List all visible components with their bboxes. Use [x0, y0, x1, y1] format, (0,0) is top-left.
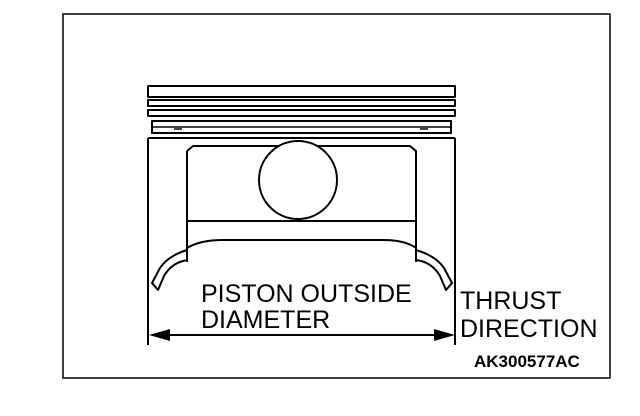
skirt-cutaway: [186, 239, 417, 262]
piston-crown: [147, 85, 456, 98]
thrust-label-line1: THRUST: [460, 287, 561, 315]
piston-drawing: [147, 85, 456, 345]
figure-code: AK300577AC: [474, 352, 580, 371]
figure-frame: [62, 13, 611, 379]
compression-ring-1: [147, 99, 456, 107]
measurement-label-line1: PISTON OUTSIDE: [201, 280, 412, 308]
diameter-arrow: [149, 329, 455, 341]
arrow-head-left: [149, 329, 170, 341]
piston-pin: [258, 140, 338, 220]
thrust-label-line2: DIRECTION: [460, 315, 598, 343]
skirt-foot-right: [415, 249, 453, 291]
arrow-head-right: [434, 329, 455, 341]
pin-boss: [186, 145, 417, 262]
skirt-foot-left: [151, 249, 189, 291]
measurement-label-line2: DIAMETER: [201, 306, 330, 334]
compression-ring-2: [147, 109, 456, 117]
